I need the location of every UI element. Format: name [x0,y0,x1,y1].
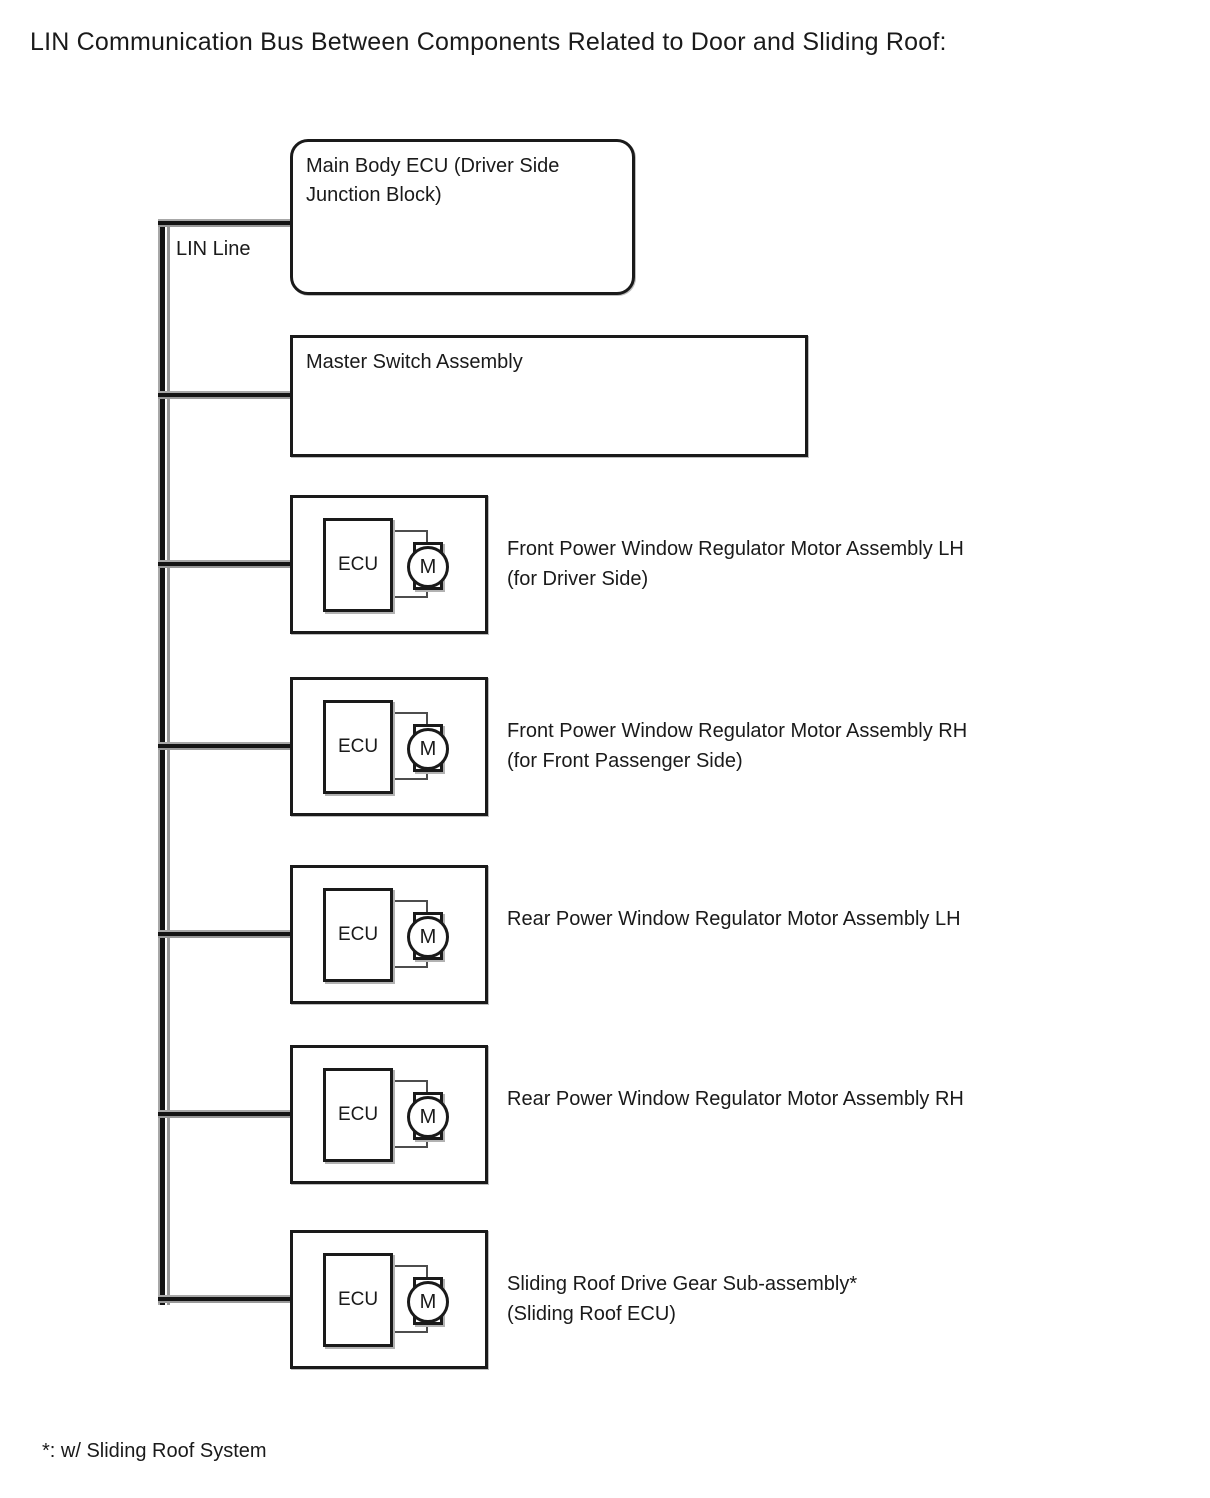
motor-icon: M [407,546,449,588]
front-motor-lh-caption: Front Power Window Regulator Motor Assem… [507,534,964,594]
ecu-block: ECU [323,888,393,982]
caption-line: Sliding Roof Drive Gear Sub-assembly* [507,1273,858,1295]
caption-line: Rear Power Window Regulator Motor Assemb… [507,1088,964,1110]
ecu-block: ECU [323,1253,393,1347]
ecu-block: ECU [323,518,393,612]
motor-icon: M [407,1281,449,1323]
bus-branch-front-motor-lh [158,560,292,568]
bus-branch-rear-motor-rh [158,1110,292,1118]
motor-label: M [419,555,437,578]
master-switch-node: Master Switch Assembly [290,335,808,457]
main-body-ecu-label: Main Body ECU (Driver Side Junction Bloc… [306,155,560,206]
rear-motor-lh-caption: Rear Power Window Regulator Motor Assemb… [507,904,961,934]
motor-label: M [419,737,437,760]
master-switch-label: Master Switch Assembly [306,351,523,373]
caption-line: (Sliding Roof ECU) [507,1303,676,1325]
ecu-label: ECU [337,736,379,757]
front-motor-lh-node: ECU M [290,495,488,634]
caption-line: Front Power Window Regulator Motor Assem… [507,538,964,560]
footnote: *: w/ Sliding Roof System [42,1440,267,1462]
sliding-roof-node: ECU M [290,1230,488,1369]
caption-line: Rear Power Window Regulator Motor Assemb… [507,908,961,930]
motor-label: M [419,1290,437,1313]
caption-line: (for Front Passenger Side) [507,750,743,772]
rear-motor-rh-node: ECU M [290,1045,488,1184]
caption-line: Front Power Window Regulator Motor Assem… [507,720,968,742]
front-motor-rh-caption: Front Power Window Regulator Motor Assem… [507,716,967,776]
motor-icon: M [407,1096,449,1138]
ecu-block: ECU [323,1068,393,1162]
sliding-roof-caption: Sliding Roof Drive Gear Sub-assembly* (S… [507,1269,857,1329]
lin-bus-vertical-line [158,219,170,1305]
ecu-label: ECU [337,924,379,945]
caption-line: (for Driver Side) [507,568,649,590]
lin-line-label: LIN Line [176,238,251,260]
motor-icon: M [407,916,449,958]
diagram-title: LIN Communication Bus Between Components… [30,28,947,56]
main-body-ecu-node: Main Body ECU (Driver Side Junction Bloc… [290,139,635,295]
motor-label: M [419,925,437,948]
bus-branch-main-body-ecu [158,219,292,227]
bus-branch-front-motor-rh [158,742,292,750]
ecu-block: ECU [323,700,393,794]
bus-branch-rear-motor-lh [158,930,292,938]
rear-motor-lh-node: ECU M [290,865,488,1004]
ecu-label: ECU [337,1289,379,1310]
bus-branch-master-switch [158,391,292,399]
motor-icon: M [407,728,449,770]
ecu-label: ECU [337,1104,379,1125]
rear-motor-rh-caption: Rear Power Window Regulator Motor Assemb… [507,1084,964,1114]
motor-label: M [419,1105,437,1128]
ecu-label: ECU [337,554,379,575]
front-motor-rh-node: ECU M [290,677,488,816]
bus-branch-sliding-roof [158,1295,292,1303]
